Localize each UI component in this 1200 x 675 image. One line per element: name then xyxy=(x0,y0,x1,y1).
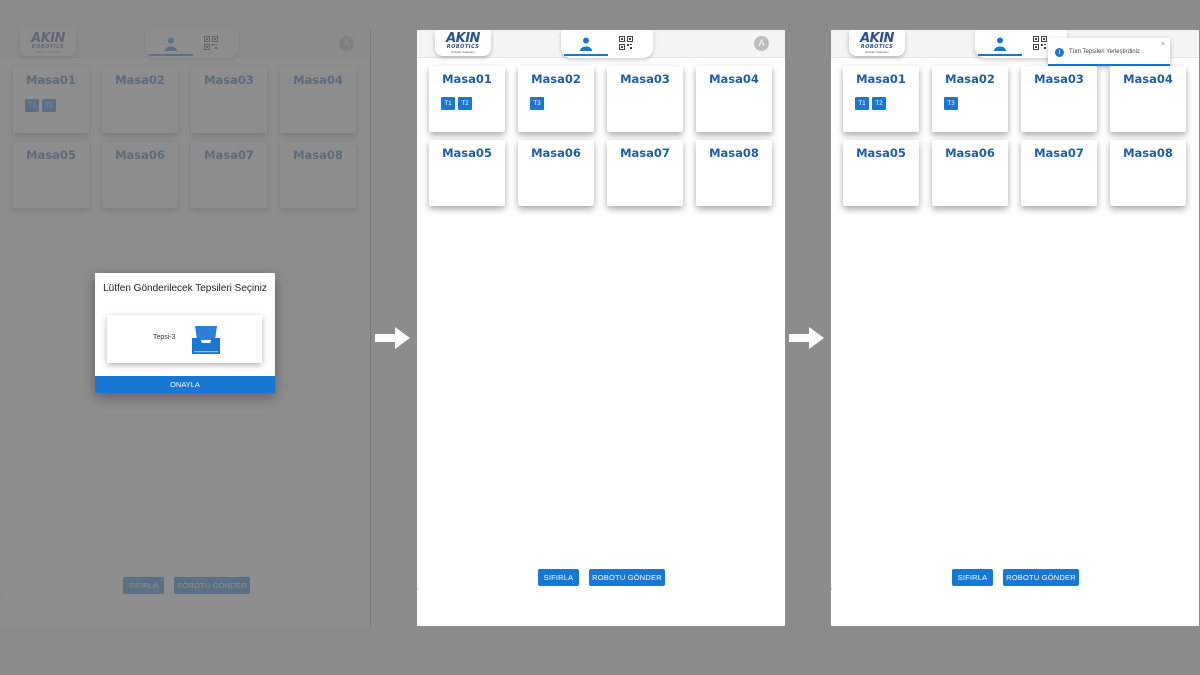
table-name: Masa07 xyxy=(1034,146,1084,160)
logo-subtext: ROBOTICS xyxy=(446,43,480,50)
table-name: Masa05 xyxy=(442,146,492,160)
top-bar: AKIN ROBOTICS Robotic Solutions xyxy=(831,30,1199,58)
table-name: Masa02 xyxy=(945,72,995,86)
table-card-masa03[interactable]: Masa03 xyxy=(607,66,683,132)
table-card-masa07[interactable]: Masa07 xyxy=(1021,140,1097,206)
table-card-masa06[interactable]: Masa06 xyxy=(518,140,594,206)
table-name: Masa02 xyxy=(531,72,581,86)
tray-select-dialog: Lütfen Gönderilecek Tepsileri Seçiniz Te… xyxy=(95,273,275,393)
tab-waiter[interactable] xyxy=(564,34,608,56)
tray-tag: T1 xyxy=(855,97,869,110)
close-icon[interactable]: × xyxy=(1160,41,1165,48)
top-bar: AKIN ROBOTICS Robotic Solutions A xyxy=(417,30,785,58)
table-card-masa04[interactable]: Masa04 xyxy=(1110,66,1186,132)
logo-text: AKIN xyxy=(860,30,894,46)
table-card-masa05[interactable]: Masa05 xyxy=(843,140,919,206)
tray-tag: T3 xyxy=(944,97,958,110)
edge-marker: ◦ xyxy=(831,587,833,593)
tray-label: Tepsi-3 xyxy=(153,334,176,341)
tray-tags: T1 T2 xyxy=(441,97,472,110)
table-card-masa04[interactable]: Masa04 xyxy=(696,66,772,132)
table-name: Masa08 xyxy=(709,146,759,160)
tab-waiter[interactable] xyxy=(978,34,1022,56)
table-card-masa05[interactable]: Masa05 xyxy=(429,140,505,206)
tray-tag: T3 xyxy=(530,97,544,110)
app-screen-assigned: AKIN ROBOTICS Robotic Solutions A xyxy=(417,30,785,626)
logo: AKIN ROBOTICS Robotic Solutions xyxy=(435,30,491,56)
tray-option[interactable]: Tepsi-3 xyxy=(107,315,262,363)
reset-button[interactable]: SIFIRLA xyxy=(538,569,579,586)
table-name: Masa03 xyxy=(620,72,670,86)
logo-text: AKIN xyxy=(446,30,480,46)
table-card-masa01[interactable]: Masa01 T1 T2 xyxy=(843,66,919,132)
table-card-masa08[interactable]: Masa08 xyxy=(696,140,772,206)
confirm-button[interactable]: ONAYLA xyxy=(95,376,275,393)
table-name: Masa07 xyxy=(620,146,670,160)
app-screen-toast: AKIN ROBOTICS Robotic Solutions i Tü xyxy=(831,30,1199,626)
dialog-title: Lütfen Gönderilecek Tepsileri Seçiniz xyxy=(103,283,267,294)
app-screen-dialog: AKIN ROBOTICS Robotic Solutions A xyxy=(2,30,370,626)
tray-tag: T1 xyxy=(441,97,455,110)
reset-button[interactable]: SIFIRLA xyxy=(952,569,993,586)
info-icon: i xyxy=(1055,48,1064,57)
table-name: Masa06 xyxy=(531,146,581,160)
action-buttons: SIFIRLA ROBOTU GÖNDER xyxy=(831,569,1199,586)
table-name: Masa04 xyxy=(709,72,759,86)
tray-tags: T3 xyxy=(530,97,544,110)
logo-tagline: Robotic Solutions xyxy=(865,49,889,54)
logo-subtext: ROBOTICS xyxy=(860,43,894,50)
avatar[interactable]: A xyxy=(754,36,769,51)
edge-marker: ◦ xyxy=(2,596,4,602)
table-card-masa03[interactable]: Masa03 xyxy=(1021,66,1097,132)
edge-marker: ◦ xyxy=(417,587,419,593)
nav-tabs xyxy=(561,30,653,58)
tray-tag: T2 xyxy=(872,97,886,110)
send-robot-button[interactable]: ROBOTU GÖNDER xyxy=(1003,569,1079,586)
table-card-masa08[interactable]: Masa08 xyxy=(1110,140,1186,206)
table-card-masa06[interactable]: Masa06 xyxy=(932,140,1008,206)
tray-icon xyxy=(192,326,220,354)
table-card-masa02[interactable]: Masa02 T3 xyxy=(518,66,594,132)
tray-tags: T3 xyxy=(944,97,958,110)
logo-tagline: Robotic Solutions xyxy=(451,49,475,54)
send-robot-button[interactable]: ROBOTU GÖNDER xyxy=(589,569,665,586)
table-name: Masa08 xyxy=(1123,146,1173,160)
tray-tag: T2 xyxy=(458,97,472,110)
qr-code-icon[interactable] xyxy=(619,36,633,50)
panel-divider xyxy=(370,30,371,626)
qr-code-icon[interactable] xyxy=(1033,36,1047,50)
table-card-masa02[interactable]: Masa02 T3 xyxy=(932,66,1008,132)
table-name: Masa01 xyxy=(442,72,492,86)
table-card-masa01[interactable]: Masa01 T1 T2 xyxy=(429,66,505,132)
table-name: Masa01 xyxy=(856,72,906,86)
success-toast: i Tüm Tepsileri Yerleştirdiniz × xyxy=(1048,38,1170,66)
table-name: Masa05 xyxy=(856,146,906,160)
arrow-right-icon xyxy=(789,327,824,349)
logo: AKIN ROBOTICS Robotic Solutions xyxy=(849,30,905,56)
table-name: Masa03 xyxy=(1034,72,1084,86)
arrow-right-icon xyxy=(375,327,410,349)
table-card-masa07[interactable]: Masa07 xyxy=(607,140,683,206)
action-buttons: SIFIRLA ROBOTU GÖNDER xyxy=(417,569,785,586)
toast-message: Tüm Tepsileri Yerleştirdiniz xyxy=(1069,49,1140,55)
user-icon xyxy=(994,37,1006,51)
tray-tags: T1 T2 xyxy=(855,97,886,110)
table-name: Masa04 xyxy=(1123,72,1173,86)
table-name: Masa06 xyxy=(945,146,995,160)
user-icon xyxy=(580,37,592,51)
